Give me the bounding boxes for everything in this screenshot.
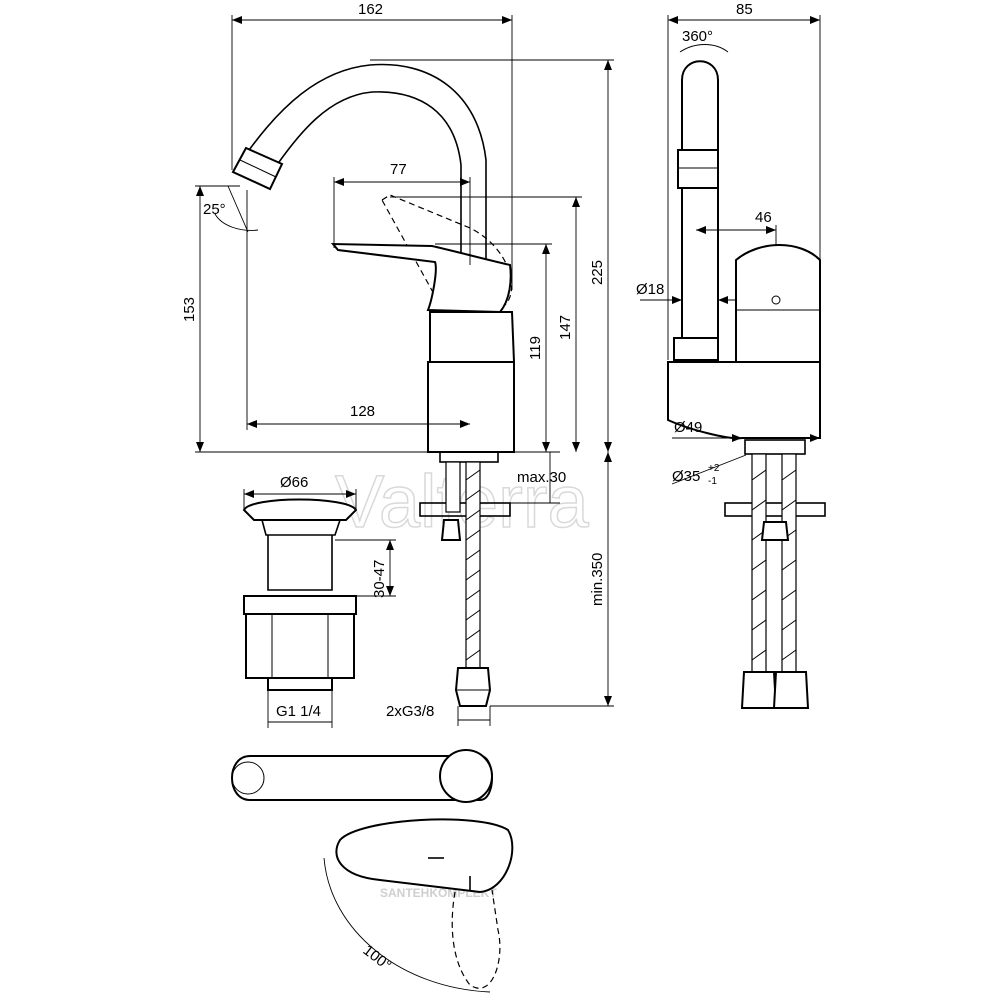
swing-arc <box>323 857 491 993</box>
spout-outline <box>241 63 487 275</box>
dim-handle-depth: 46 <box>755 209 772 226</box>
dim-lever-swing: 100° <box>360 942 395 975</box>
front-view <box>231 63 516 707</box>
faucet-base <box>427 361 515 453</box>
dim-rotation: 360° <box>682 28 713 45</box>
dim-height-spout: 153 <box>181 297 198 322</box>
dim-hose-length: min.350 <box>589 553 606 606</box>
dim-height-body: 119 <box>527 336 544 360</box>
side-view <box>667 60 826 709</box>
fixing-plate <box>419 502 511 517</box>
waste-cap <box>242 498 358 521</box>
dim-height-total: 225 <box>589 260 606 285</box>
dim-waste-range: 30-47 <box>371 560 388 598</box>
dim-hole-tol-minus: -1 <box>708 476 717 487</box>
top-lever <box>335 818 514 894</box>
side-spout-base <box>673 337 719 361</box>
dim-hole-tol-plus: +2 <box>708 463 720 474</box>
stud <box>445 461 461 513</box>
dim-deck-thickness: max.30 <box>517 469 566 486</box>
hose-nut-front <box>454 667 492 707</box>
dim-side-width: 85 <box>736 1 753 18</box>
dimension-lines <box>195 15 821 728</box>
dim-waste-thread: G1 1/4 <box>276 703 321 720</box>
dim-waste-dia: Ø66 <box>280 474 308 491</box>
side-aerator <box>677 149 719 189</box>
dim-hole-dia: Ø35 <box>672 468 700 485</box>
top-body <box>439 749 493 803</box>
dim-spout-dia: Ø18 <box>636 281 664 298</box>
side-indicator <box>771 295 781 305</box>
dim-width-total: 162 <box>358 1 383 18</box>
top-lever-alt <box>451 889 501 989</box>
dim-height-lever: 147 <box>557 315 574 340</box>
dim-lever-reach: 77 <box>390 161 407 178</box>
waste-fitting <box>242 498 358 691</box>
dim-base-dia: Ø49 <box>674 419 702 436</box>
lever <box>330 242 512 314</box>
faucet-body <box>429 311 516 363</box>
dim-spout-tilt: 25° <box>203 201 226 218</box>
dimension-labels: 162 85 360° 25° 77 46 153 225 147 119 12… <box>181 1 772 974</box>
side-spout <box>681 60 719 341</box>
dim-hose-thread: 2xG3/8 <box>386 703 434 720</box>
watermark-brand: Valterra <box>335 460 589 543</box>
top-view <box>231 749 514 993</box>
dim-spout-reach: 128 <box>350 403 375 420</box>
